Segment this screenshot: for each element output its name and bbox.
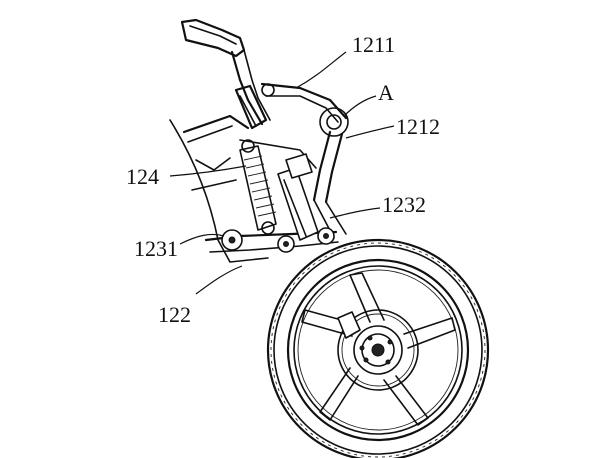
wheel-hub — [353, 325, 403, 375]
wheel-spokes — [301, 272, 456, 426]
label-1212: 1212 — [396, 114, 440, 139]
steering-handle — [180, 18, 271, 130]
label-124: 124 — [126, 164, 159, 189]
label-1231: 1231 — [134, 236, 178, 261]
label-1232: 1232 — [382, 192, 426, 217]
damper-cylinder — [277, 153, 319, 241]
front-wheel — [266, 238, 490, 458]
label-a: A — [378, 80, 394, 105]
upper-link-arm — [260, 82, 349, 137]
lower-pivot — [221, 227, 335, 253]
leader-lines — [169, 51, 395, 295]
fork-leg — [312, 130, 347, 239]
label-1211: 1211 — [352, 32, 395, 57]
label-122: 122 — [158, 302, 191, 327]
shock-absorber — [239, 139, 277, 235]
